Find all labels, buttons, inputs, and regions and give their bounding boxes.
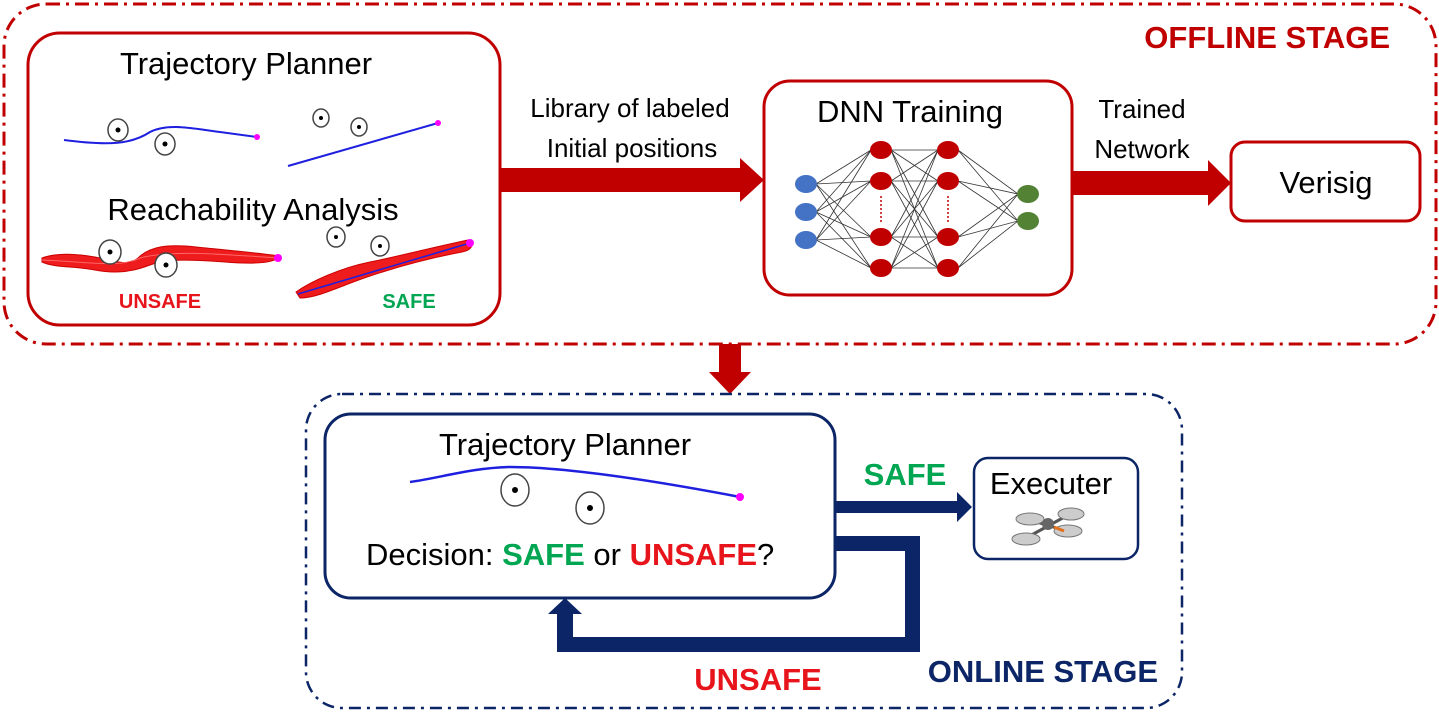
nn-connection: [957, 180, 1019, 222]
nn-connection: [815, 211, 872, 269]
nn-connection: [957, 220, 1019, 269]
trained-network-label-line2: Network: [1094, 134, 1190, 164]
nn-node: [870, 259, 892, 277]
nn-node: [937, 228, 959, 246]
safe-arrow-label: SAFE: [864, 457, 947, 492]
reach-unsafe-label: UNSAFE: [119, 291, 201, 313]
library-arrow-label-line2: Initial positions: [547, 133, 718, 163]
trained-network-label-line1: Trained: [1098, 94, 1185, 124]
planner-trajectory-safe-example: [287, 108, 441, 167]
nn-connection: [815, 236, 872, 241]
neural-network-icon: [795, 141, 1039, 277]
nn-node: [795, 203, 817, 221]
reach-safe-label: SAFE: [382, 291, 435, 313]
dnn-training-box: [762, 79, 1074, 297]
nn-connection: [957, 180, 1019, 195]
reachability-title: Reachability Analysis: [107, 192, 398, 227]
executer-label: Executer: [990, 466, 1112, 501]
nn-node: [870, 172, 892, 190]
nn-connection: [957, 149, 1019, 222]
online-trajectory: [409, 465, 744, 525]
library-arrow: [501, 158, 764, 202]
nn-connection: [815, 149, 872, 213]
unsafe-arrow-label: UNSAFE: [694, 662, 821, 697]
offline-planner-title: Trajectory Planner: [120, 46, 372, 81]
nn-connection: [815, 149, 872, 185]
online-planner-title: Trajectory Planner: [439, 427, 691, 462]
online-stage-label: ONLINE STAGE: [928, 654, 1158, 689]
decision-text: Decision: SAFE or UNSAFE?: [366, 537, 774, 572]
nn-node: [937, 259, 959, 277]
library-arrow-label-line1: Library of labeled: [530, 93, 729, 123]
nn-connection: [815, 239, 872, 269]
nn-node: [1017, 212, 1039, 230]
nn-connection: [815, 180, 872, 213]
executer-box: [972, 456, 1140, 561]
offline-stage-label: OFFLINE STAGE: [1144, 20, 1390, 55]
nn-connection: [957, 149, 1019, 195]
stage-transition-arrow: [709, 344, 751, 394]
nn-connection: [890, 236, 939, 269]
nn-connection: [815, 149, 872, 241]
nn-node: [870, 141, 892, 159]
nn-node: [795, 231, 817, 249]
verisig-label: Verisig: [1279, 165, 1372, 200]
unsafe-feedback-loop: [548, 536, 920, 652]
nn-connection: [890, 149, 939, 238]
nn-connection: [957, 193, 1019, 269]
reach-tube-safe: [295, 226, 474, 299]
nn-connection: [957, 220, 1019, 238]
nn-node: [870, 228, 892, 246]
verisig-box: [1229, 140, 1422, 223]
nn-connection: [815, 183, 872, 269]
nn-connection: [957, 193, 1019, 238]
reach-tube-unsafe: [41, 239, 282, 278]
planner-trajectory-unsafe-example: [63, 118, 260, 156]
nn-connection: [890, 180, 939, 269]
nn-node: [937, 141, 959, 159]
nn-connection: [815, 211, 872, 238]
nn-node: [1017, 185, 1039, 203]
nn-connection: [815, 180, 872, 185]
online-stage-frame: [304, 392, 1184, 710]
nn-node: [795, 175, 817, 193]
nn-connection: [815, 180, 872, 241]
safe-arrow: [836, 492, 972, 522]
quadcopter-icon: [1011, 507, 1085, 546]
nn-node: [937, 172, 959, 190]
nn-connection: [890, 149, 939, 269]
trained-network-arrow: [1073, 160, 1231, 206]
nn-connection: [890, 149, 939, 182]
dnn-training-title: DNN Training: [817, 94, 1003, 129]
